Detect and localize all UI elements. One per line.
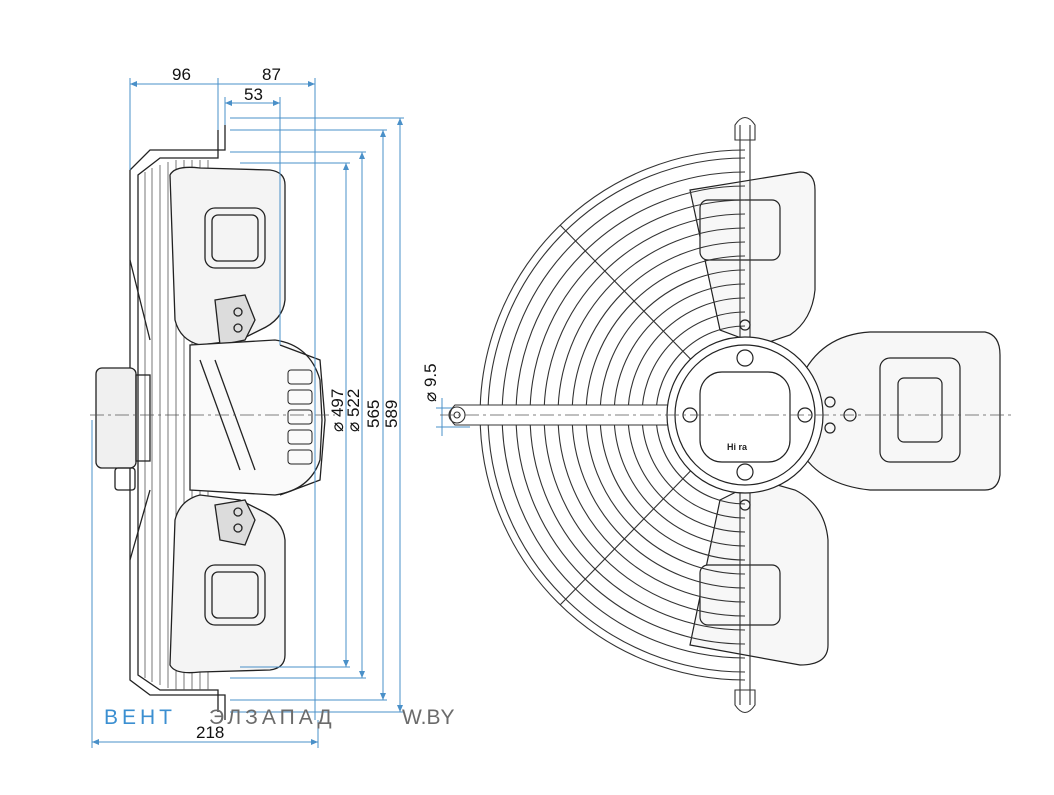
watermark: ВЕНТ ЭЛЗАПАД W.BY [104, 706, 455, 729]
side-blade-bottom [169, 494, 286, 674]
watermark-domain: W.BY [402, 706, 455, 729]
dim-dia-497: ⌀ 497 [328, 389, 347, 432]
dim-87: 87 [262, 65, 281, 84]
dim-565: 565 [364, 400, 383, 428]
front-blade-bottom [689, 479, 829, 666]
side-motor [95, 339, 326, 496]
watermark-brand-gray: ЭЛЗАПАД [209, 706, 336, 729]
dimension-lines [91, 78, 470, 748]
side-blade-top [169, 166, 286, 346]
front-view: Hi ra [440, 116, 1015, 714]
dimension-labels: 96 87 53 218 ⌀ 497 ⌀ 522 565 589 ⌀ 9.5 [172, 65, 440, 742]
dim-96: 96 [172, 65, 191, 84]
dim-218: 218 [196, 723, 224, 742]
watermark-brand-blue: ВЕНТ [104, 706, 176, 729]
front-blade-right [799, 331, 1001, 491]
dim-589: 589 [382, 400, 401, 428]
motor-brand-label: Hi ra [727, 442, 748, 452]
dim-dia-522: ⌀ 522 [344, 389, 363, 432]
dim-hole-9-5: ⌀ 9.5 [421, 363, 440, 402]
dim-53: 53 [244, 85, 263, 104]
side-view [90, 125, 335, 720]
